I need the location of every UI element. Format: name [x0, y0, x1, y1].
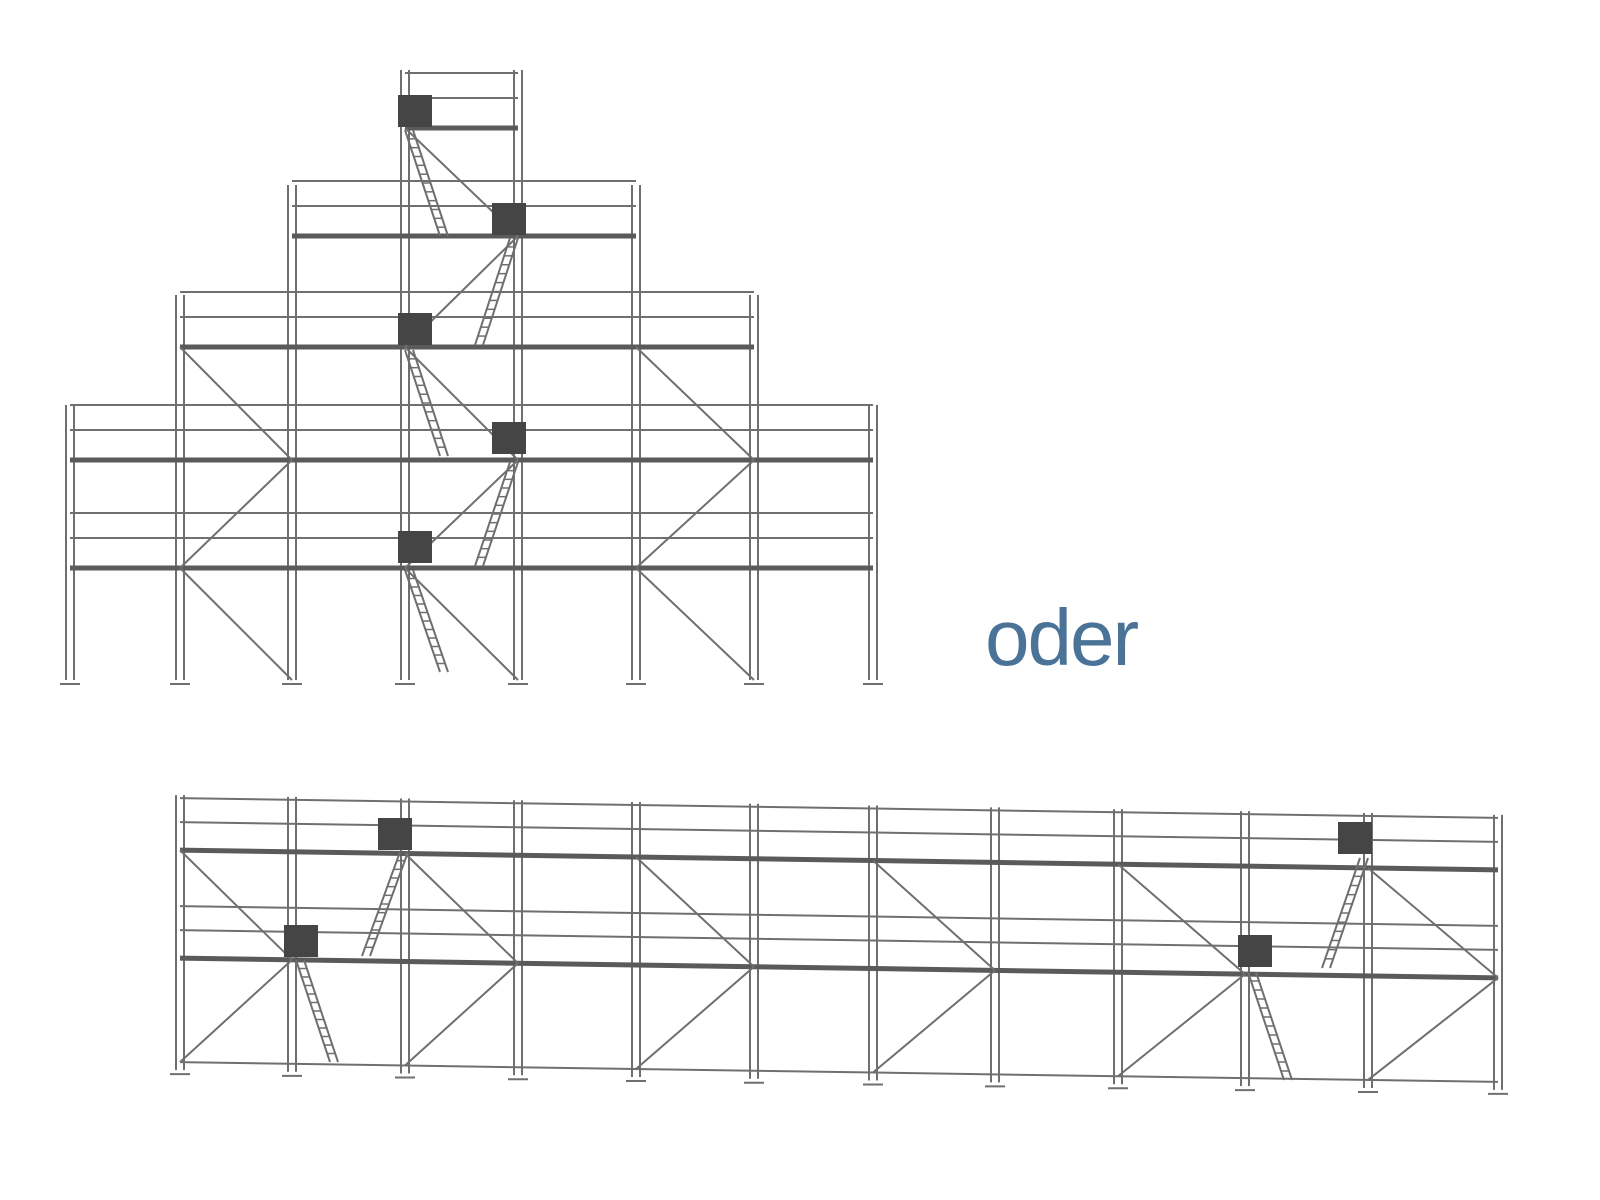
diagonal-brace — [179, 959, 293, 1063]
long-scaffold-diagram — [170, 795, 1508, 1095]
oder-label: oder — [985, 593, 1139, 682]
diagonal-brace — [635, 567, 755, 681]
diagonal-brace — [1367, 867, 1499, 979]
hatch-box — [1238, 935, 1272, 967]
stepped-scaffold-diagram — [60, 70, 883, 685]
hatch-box — [492, 422, 526, 454]
hatch-box — [378, 818, 412, 850]
diagonal-brace — [179, 459, 293, 569]
hatch-box — [398, 531, 432, 563]
diagonal-brace — [179, 567, 293, 681]
guard-rail — [179, 905, 1499, 927]
hatch-box — [398, 95, 432, 127]
hatch-box — [284, 925, 318, 957]
hatch-box — [1338, 822, 1372, 854]
deck — [179, 847, 1499, 873]
diagonal-brace — [179, 849, 293, 961]
guard-rail — [179, 929, 1499, 951]
diagonal-brace — [404, 852, 519, 964]
diagonal-brace — [872, 859, 996, 972]
ground-ledger — [179, 1061, 1499, 1083]
diagonal-brace — [635, 459, 755, 569]
diagonal-brace — [872, 969, 996, 1074]
guard-rail — [179, 821, 1499, 843]
diagonal-brace — [1117, 973, 1246, 1077]
diagonal-brace — [635, 346, 755, 461]
diagonal-brace — [179, 346, 293, 461]
hatch-box — [398, 313, 432, 345]
diagonal-brace — [635, 856, 755, 968]
hatch-box — [492, 203, 526, 235]
diagonal-brace — [404, 567, 519, 681]
diagonal-brace — [635, 966, 755, 1070]
diagonal-brace — [1367, 977, 1499, 1081]
guard-rail — [179, 797, 1499, 819]
deck — [179, 955, 1499, 981]
diagonal-brace — [404, 962, 519, 1067]
diagonal-brace — [1117, 863, 1246, 975]
